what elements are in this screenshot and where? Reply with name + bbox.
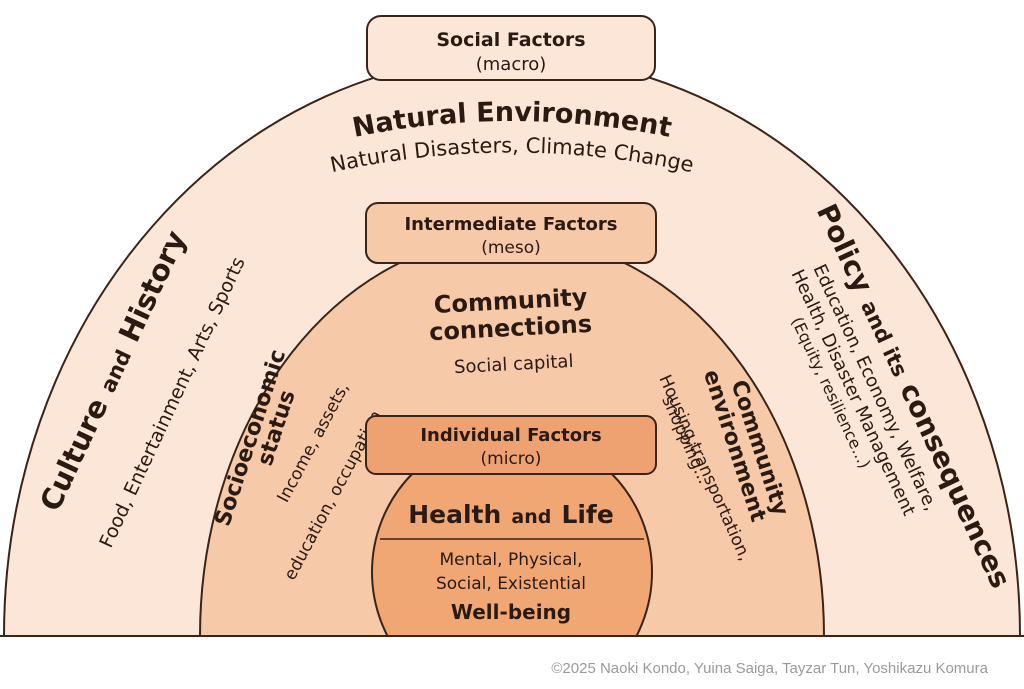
meso-label-sub: (meso) <box>481 238 541 258</box>
macro-label-sub: (macro) <box>476 54 547 75</box>
meso-label-box: Intermediate Factors (meso) <box>365 202 657 264</box>
meso-label-title: Intermediate Factors <box>404 214 617 235</box>
wellbeing-label: Well-being <box>451 600 571 624</box>
micro-label-title: Individual Factors <box>420 425 601 446</box>
micro-label-sub: (micro) <box>481 449 542 469</box>
wellbeing-dims-1: Mental, Physical, <box>439 550 582 570</box>
copyright-notice: ©2025 Naoki Kondo, Yuina Saiga, Tayzar T… <box>551 660 988 677</box>
macro-label-title: Social Factors <box>436 29 585 51</box>
micro-label-box: Individual Factors (micro) <box>365 415 657 475</box>
health-life-title: Health and Life <box>408 500 614 529</box>
macro-label-box: Social Factors (macro) <box>366 15 656 81</box>
wellbeing-dims-2: Social, Existential <box>436 574 586 594</box>
